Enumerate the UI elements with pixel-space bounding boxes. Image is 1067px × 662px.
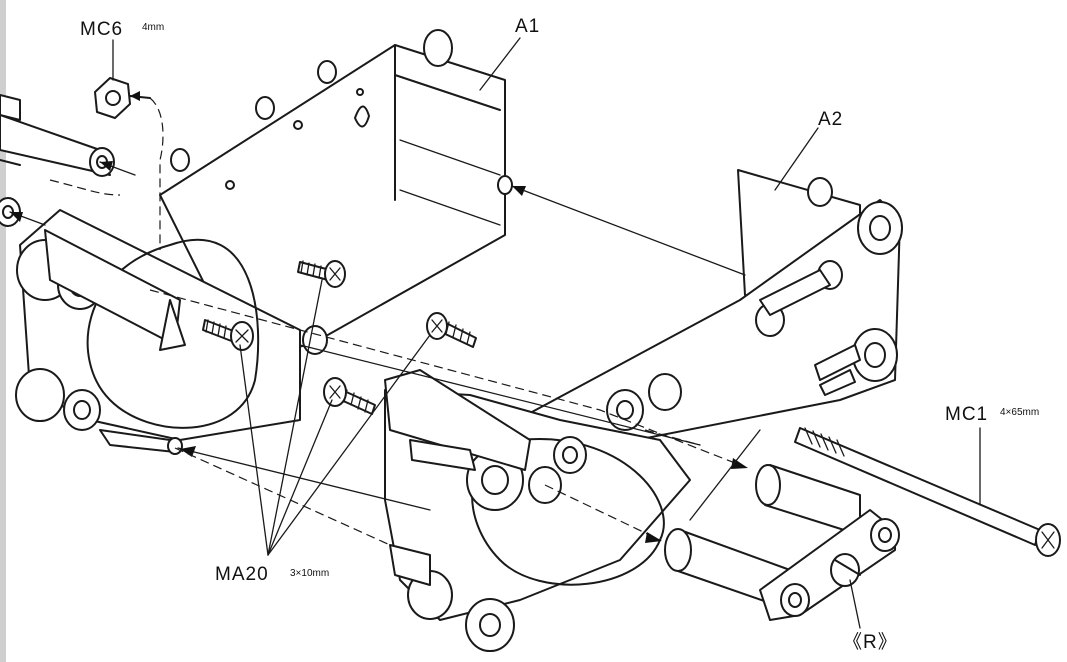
- label-ma20-spec: 3×10mm: [290, 568, 329, 579]
- label-mc1-name: MC1: [945, 404, 988, 425]
- label-mc6: MC6 4mm: [80, 19, 164, 40]
- label-ma20: MA20 3×10mm: [215, 564, 329, 585]
- leader-r: [849, 579, 861, 629]
- shaft-assembly-r: [664, 464, 900, 621]
- part-a1: [15, 29, 513, 455]
- screw-ma20-1: [297, 260, 346, 288]
- label-mc6-name: MC6: [80, 19, 123, 40]
- left-shaft-assembly: [0, 94, 115, 227]
- part-a2: [384, 169, 903, 652]
- label-mc1: MC1 4×65mm: [945, 404, 1039, 425]
- screw-ma20-3: [426, 312, 477, 348]
- screw-ma20-2: [202, 319, 254, 351]
- leader-a1: [479, 37, 521, 91]
- nut-mc6: [94, 39, 164, 250]
- label-ma20-name: MA20: [215, 564, 269, 585]
- label-mc1-spec: 4×65mm: [1000, 407, 1039, 418]
- screw-ma20-4: [323, 377, 376, 415]
- screws-ma20: [202, 260, 477, 556]
- page-edge: [0, 0, 6, 662]
- assembly-arrows: [9, 161, 761, 546]
- label-a1: A1: [515, 16, 540, 37]
- label-r: 《R》: [843, 631, 898, 653]
- screw-mc1: [794, 427, 1061, 557]
- leader-a2: [774, 127, 819, 191]
- label-a2: A2: [818, 109, 843, 130]
- label-mc6-spec: 4mm: [142, 22, 164, 33]
